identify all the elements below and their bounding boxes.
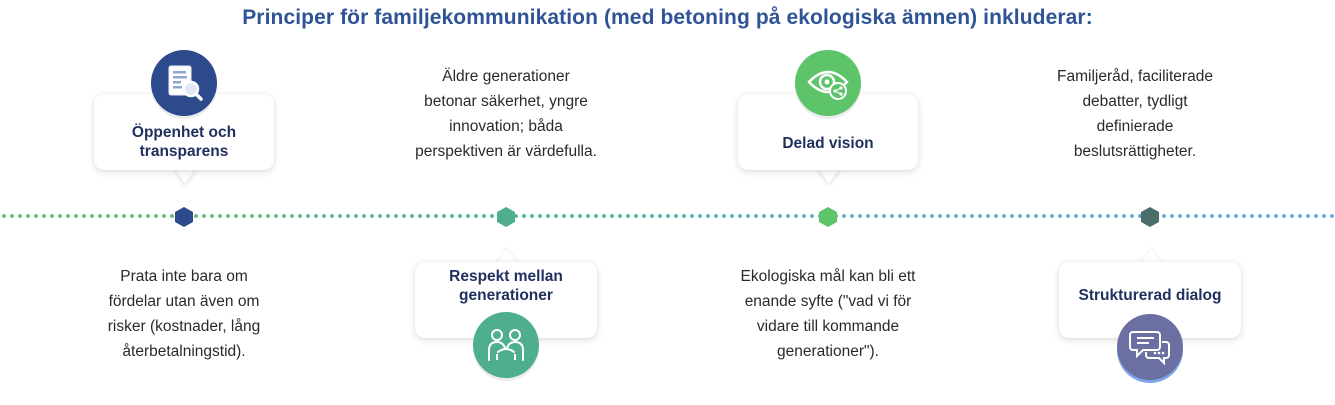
card-pointer-3 <box>818 168 840 184</box>
timeline-marker-4 <box>1141 207 1159 227</box>
diagram-title: Principer för familjekommunikation (med … <box>242 6 1093 29</box>
card-pointer-1 <box>174 168 196 184</box>
timeline-marker-2 <box>497 207 515 227</box>
description-shared-vision: Ekologiska mål kan bli ett enande syfte … <box>740 268 916 360</box>
card-label-respect: Respekt mellan generationer <box>449 268 563 304</box>
description-structured-dialog: Familjeråd, faciliterade debatter, tydli… <box>1057 68 1213 160</box>
card-pointer-2 <box>496 248 518 264</box>
card-pointer-4 <box>1140 248 1162 264</box>
eye-share-icon <box>795 50 861 116</box>
timeline-marker-1 <box>175 207 193 227</box>
card-label-openness: Öppenhet och transparens <box>131 124 237 160</box>
card-label-shared-vision: Delad vision <box>782 134 874 152</box>
timeline-marker-3 <box>819 207 837 227</box>
document-search-icon <box>151 50 217 116</box>
card-label-structured-dialog: Strukturerad dialog <box>1078 286 1222 304</box>
chat-bubbles-icon <box>1117 314 1183 380</box>
description-openness: Prata inte bara om fördelar utan även om… <box>107 268 261 360</box>
timeline-dotted-line <box>0 214 1335 218</box>
description-respect: Äldre generationer betonar säkerhet, yng… <box>415 68 597 160</box>
two-people-icon <box>473 312 539 378</box>
